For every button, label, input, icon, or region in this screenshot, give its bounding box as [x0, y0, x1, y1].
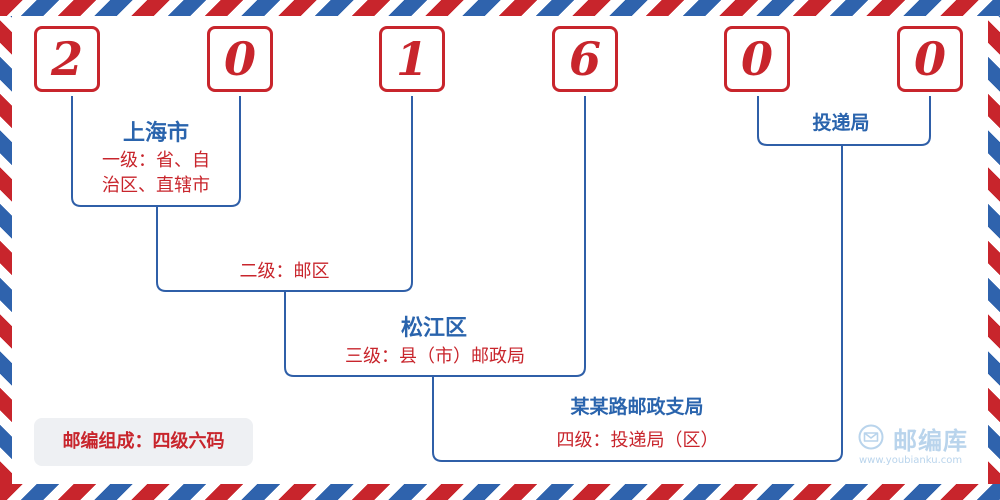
postcode-digit-1: 2	[34, 26, 100, 92]
province-name: 上海市	[122, 120, 190, 146]
airmail-border-right	[988, 16, 1000, 484]
province-level-line-2: 治区、直辖市	[102, 175, 210, 196]
watermark-name: 邮编库	[893, 427, 968, 455]
postcode-digit-4: 6	[552, 26, 618, 92]
delivery-name: 投递局	[812, 112, 870, 134]
county-name: 松江区	[400, 315, 468, 341]
bracket-digits-5-6	[757, 96, 931, 146]
envelope-circle-icon	[858, 424, 884, 450]
postcode-digit-3: 1	[379, 26, 445, 92]
county-level: 三级：县（市）邮政局	[345, 346, 525, 367]
airmail-border-left	[0, 16, 12, 484]
airmail-border-top	[0, 0, 1000, 16]
postcode-digit-5: 0	[724, 26, 790, 92]
branch-name: 某某路邮政支局	[570, 396, 704, 418]
postcode-digit-6: 0	[897, 26, 963, 92]
watermark-url: www.youbianku.com	[859, 455, 963, 466]
composition-badge: 邮编组成：四级六码	[34, 418, 253, 466]
airmail-border-bottom	[0, 484, 1000, 500]
district-level: 二级：邮区	[239, 261, 330, 282]
bracket-branch	[432, 145, 843, 462]
bracket-digit-4	[284, 96, 586, 377]
postcode-digit-2: 0	[207, 26, 273, 92]
watermark: 邮编库 www.youbianku.com	[858, 422, 983, 470]
branch-level: 四级：投递局（区）	[556, 430, 719, 451]
province-level-line-1: 一级：省、自	[102, 150, 210, 171]
